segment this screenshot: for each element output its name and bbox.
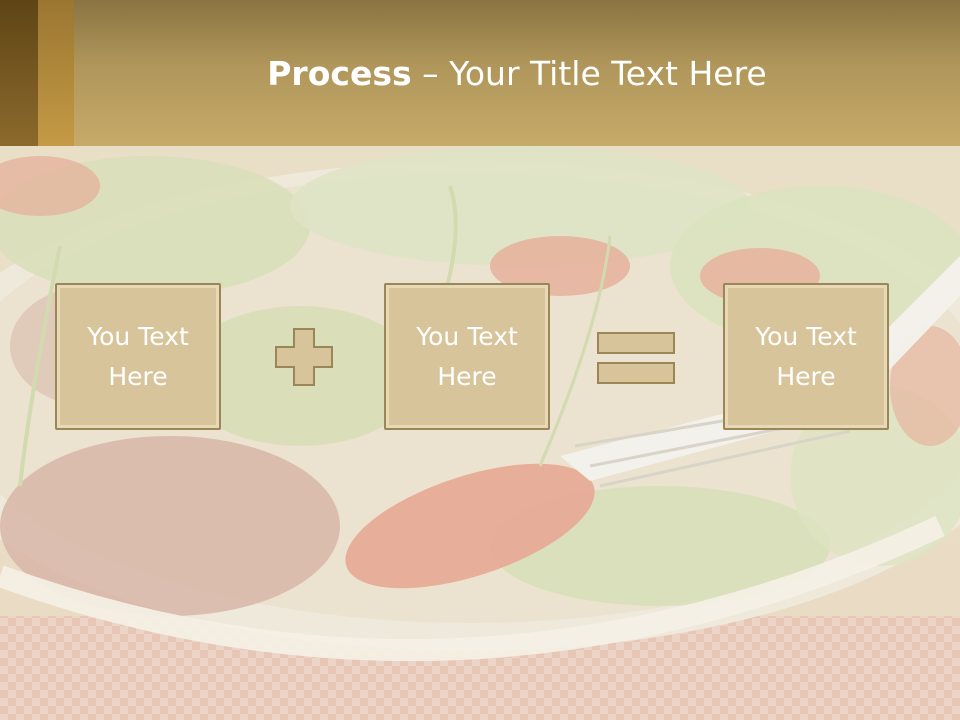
salad-background-image (0, 146, 960, 720)
process-box-3-text: You Text Here (755, 321, 857, 391)
process-box-2-text: You Text Here (416, 321, 518, 391)
title-bold-text: Process (267, 54, 412, 93)
header-accent-stripe (38, 0, 74, 146)
equals-icon (596, 330, 676, 386)
title-text: – Your Title Text Here (411, 54, 767, 93)
header-accent-stripe (0, 0, 38, 146)
plus-icon (274, 327, 334, 387)
process-box-2[interactable]: You Text Here (384, 283, 550, 430)
process-box-1-text: You Text Here (87, 321, 189, 391)
process-box-1[interactable]: You Text Here (55, 283, 221, 430)
slide-title[interactable]: Process – Your Title Text Here (74, 52, 960, 96)
title-bar: Process – Your Title Text Here (0, 0, 960, 146)
process-box-3[interactable]: You Text Here (723, 283, 889, 430)
